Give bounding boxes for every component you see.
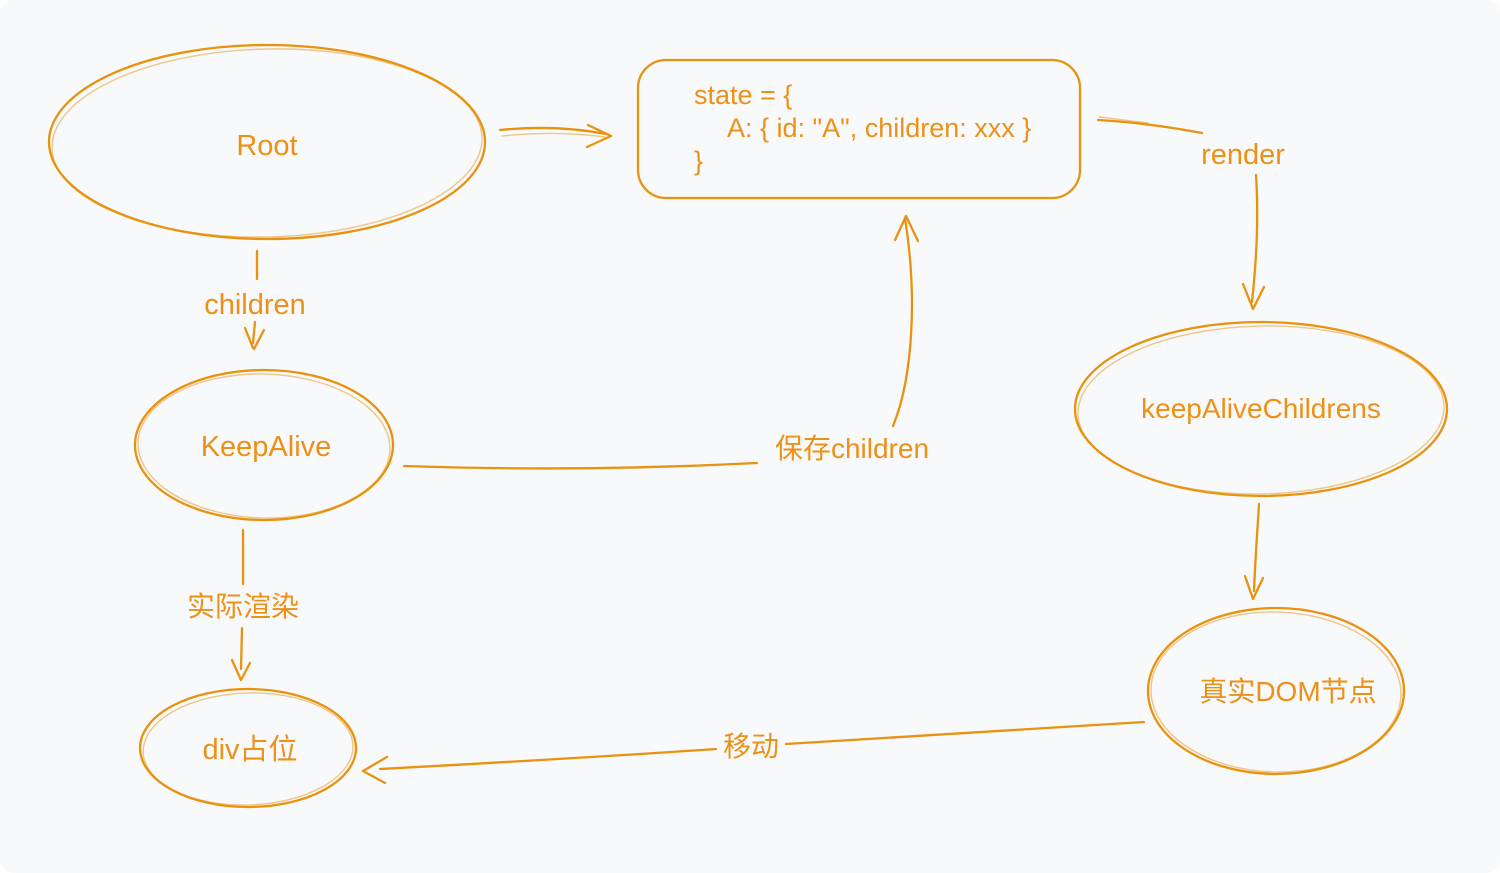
keepalivechildrens-to-realdom-arrow xyxy=(1243,502,1265,601)
keepalive-label: KeepAlive xyxy=(201,431,332,463)
keepalivechildrens-label: keepAliveChildrens xyxy=(1141,393,1381,424)
root-to-state-arrow xyxy=(498,123,613,149)
state-code-line-1: state = { xyxy=(694,80,792,110)
state-code-line-3: } xyxy=(694,146,703,176)
move-edge-label: 移动 xyxy=(723,731,779,762)
real-dom-node xyxy=(1146,606,1406,776)
state-box xyxy=(636,58,1082,200)
actual-render-arrow xyxy=(230,528,252,682)
render-edge-label: render xyxy=(1201,139,1285,171)
div-placeholder-label: div占位 xyxy=(202,733,297,766)
keepalivechildrens-node xyxy=(1073,320,1449,498)
div-placeholder-node xyxy=(138,687,358,809)
root-label: Root xyxy=(236,130,297,162)
children-arrow xyxy=(243,249,266,351)
children-edge-label: children xyxy=(204,289,306,321)
real-dom-label: 真实DOM节点 xyxy=(1199,676,1376,707)
save-children-arrow xyxy=(402,214,920,470)
keepalive-node xyxy=(133,368,395,522)
actual-render-edge-label: 实际渲染 xyxy=(187,591,299,622)
render-arrow xyxy=(1096,116,1266,311)
save-children-edge-label: 保存children xyxy=(775,433,929,464)
state-code-line-2: A: { id: "A", children: xxx } xyxy=(727,113,1031,143)
root-node xyxy=(47,43,487,241)
move-arrow xyxy=(361,720,1146,785)
